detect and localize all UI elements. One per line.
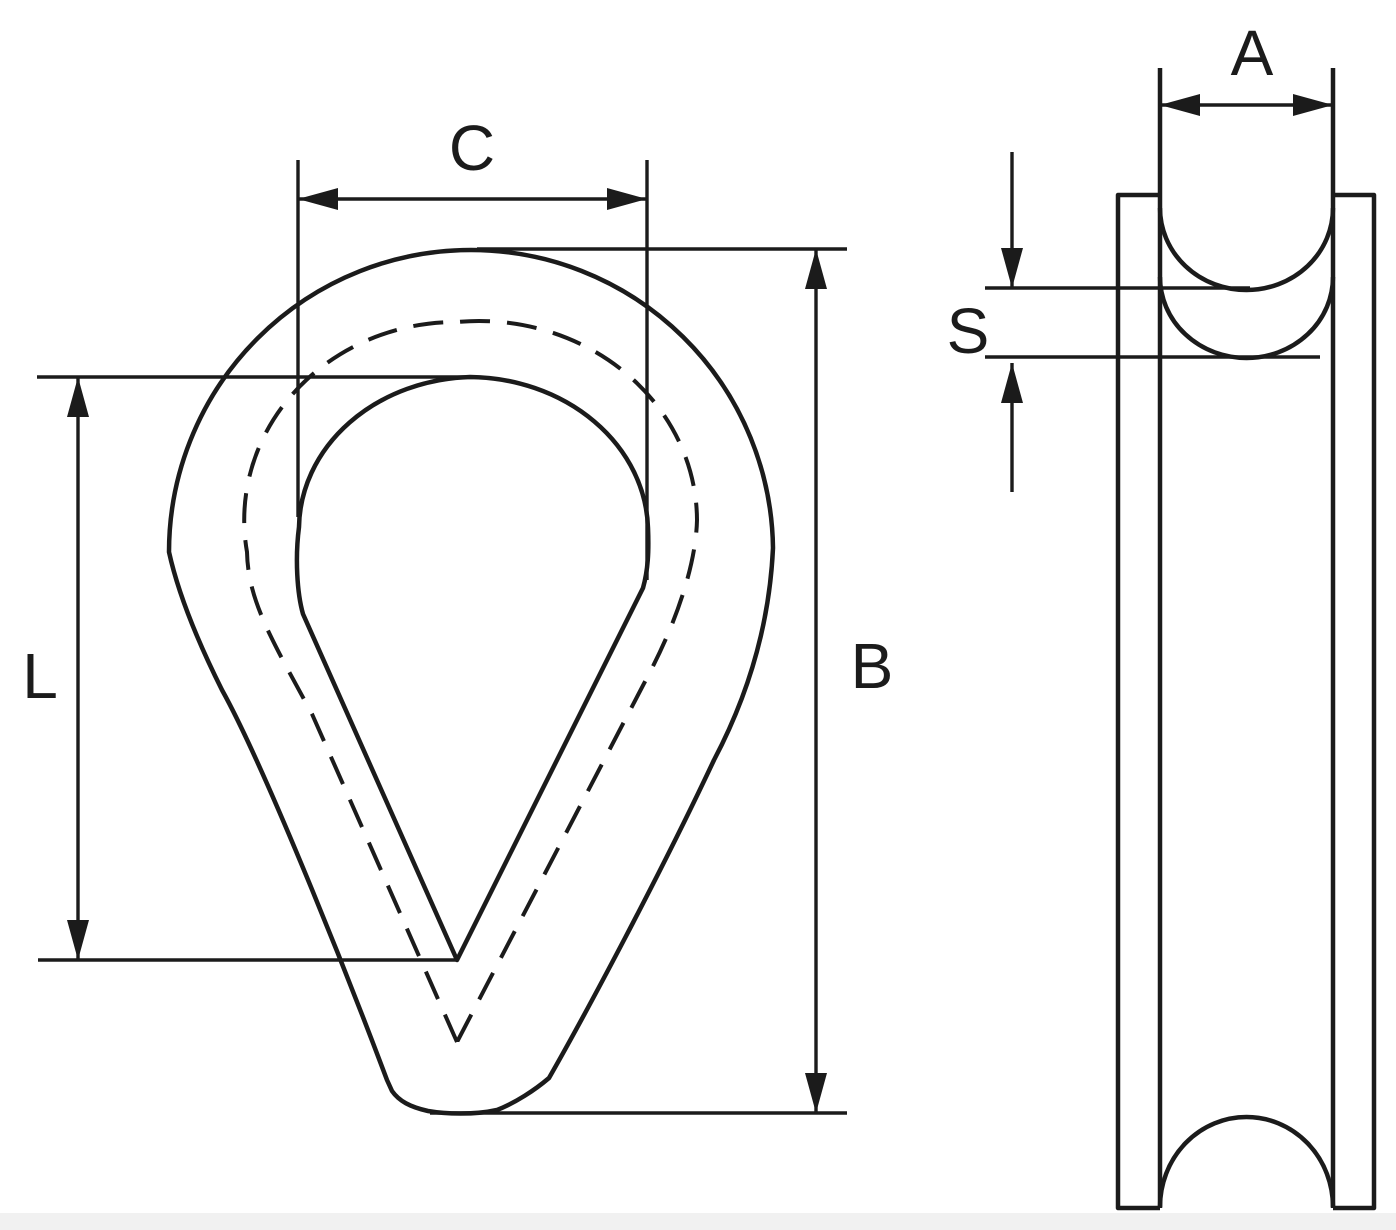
side-view bbox=[1115, 68, 1377, 1211]
dim-l-label: L bbox=[22, 640, 58, 712]
dim-c-label: C bbox=[449, 112, 495, 184]
bottom-strip bbox=[0, 1213, 1396, 1230]
dimensions bbox=[37, 94, 1333, 1115]
dim-s-label: S bbox=[947, 295, 990, 367]
side-left-flange bbox=[1115, 192, 1160, 1211]
side-groove-curve-upper bbox=[1157, 207, 1336, 293]
dim-b-label: B bbox=[851, 630, 894, 702]
side-bottom-arch bbox=[1157, 1114, 1336, 1208]
dim-a-label: A bbox=[1231, 17, 1274, 89]
side-right-flange bbox=[1333, 192, 1377, 1211]
front-rope-centerline-dashed bbox=[242, 318, 699, 1044]
dimension-labels: C L B A S bbox=[22, 17, 1273, 712]
front-outer-outline bbox=[166, 247, 776, 1116]
